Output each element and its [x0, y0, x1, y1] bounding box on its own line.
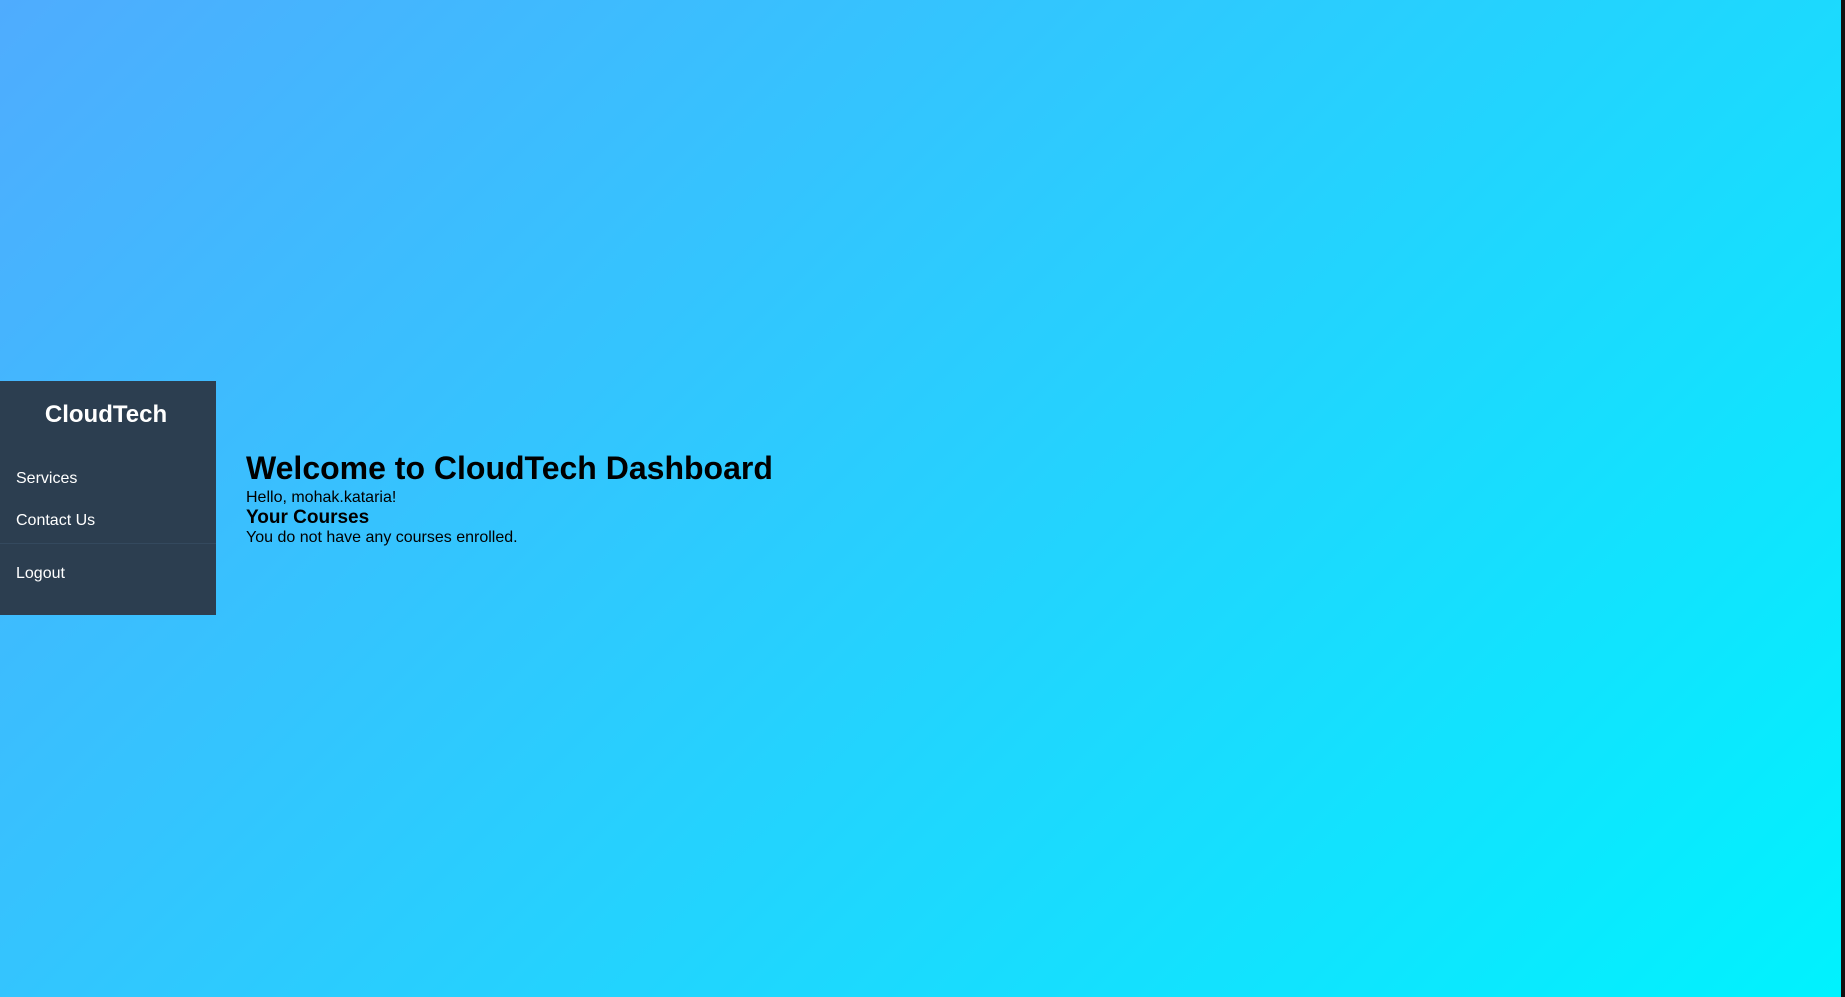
- main-content: Welcome to CloudTech Dashboard Hello, mo…: [246, 448, 773, 547]
- sidebar-item-contact-us[interactable]: Contact Us: [16, 512, 96, 529]
- logout-link[interactable]: Logout: [16, 565, 65, 582]
- sidebar: CloudTech Services Contact Us Logout: [0, 381, 216, 615]
- window-edge: [1841, 0, 1845, 997]
- page-title: Welcome to CloudTech Dashboard: [246, 450, 773, 486]
- brand-logo-text: CloudTech: [44, 401, 168, 428]
- courses-empty-message: You do not have any courses enrolled.: [246, 529, 518, 546]
- courses-heading: Your Courses: [246, 507, 370, 528]
- sidebar-divider: [0, 543, 216, 544]
- user-greeting: Hello, mohak.kataria!: [246, 489, 397, 506]
- sidebar-item-services[interactable]: Services: [16, 470, 78, 487]
